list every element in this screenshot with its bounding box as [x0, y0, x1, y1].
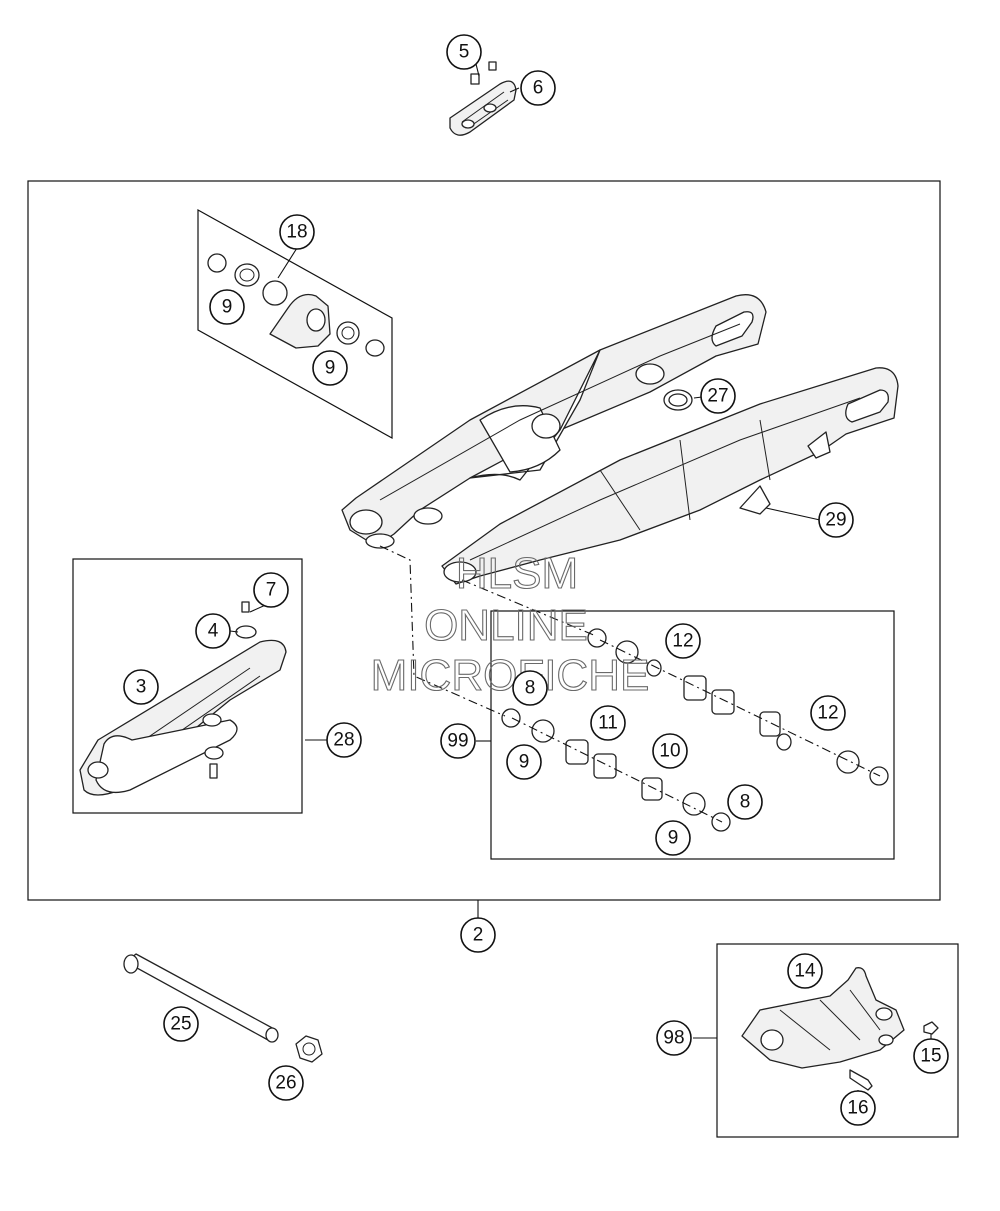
assembly-lines	[379, 545, 881, 823]
callout-15-label: 15	[920, 1046, 941, 1067]
callout-12b-label: 12	[817, 703, 838, 724]
callout-5: 5	[446, 34, 482, 70]
chain-guide-parts	[741, 967, 939, 1091]
callout-4: 4	[195, 613, 231, 649]
callout-4-label: 4	[208, 621, 219, 642]
callout-9d-label: 9	[668, 828, 679, 849]
callout-14: 14	[787, 953, 823, 989]
callout-99: 99	[440, 723, 476, 759]
swingarm	[341, 294, 899, 585]
callout-5-label: 5	[459, 42, 470, 63]
watermark-line-1: HLSM	[456, 549, 578, 598]
callout-10: 10	[652, 733, 688, 769]
callout-12a-label: 12	[672, 631, 693, 652]
callout-28-label: 28	[333, 730, 354, 751]
callout-9a: 9	[209, 289, 245, 325]
chain-roller-part	[449, 61, 517, 136]
callout-14-label: 14	[794, 961, 816, 982]
swingarm-assembly-frame	[27, 180, 941, 901]
axle-nut-part	[295, 1035, 323, 1063]
callout-6: 6	[520, 70, 556, 106]
chain-slider-kit-frame	[72, 558, 303, 814]
callout-28: 28	[326, 722, 362, 758]
callout-98: 98	[656, 1020, 692, 1056]
callout-8b: 8	[727, 784, 763, 820]
callout-11: 11	[590, 705, 626, 741]
callout-2-label: 2	[473, 925, 484, 946]
watermark-line-2: ONLINE	[424, 601, 588, 650]
callout-25: 25	[163, 1006, 199, 1042]
callout-8a-label: 8	[525, 678, 536, 699]
callout-18-label: 18	[286, 222, 307, 243]
callout-16-label: 16	[847, 1098, 868, 1119]
watermark: HLSM ONLINE MICROFICHE	[370, 548, 650, 700]
callout-7: 7	[253, 572, 289, 608]
protection-ring-inner	[668, 393, 688, 407]
callout-27: 27	[700, 378, 736, 414]
watermark-line-3: MICROFICHE	[371, 651, 650, 700]
callout-27-label: 27	[707, 386, 728, 407]
bearing-set-frame	[490, 610, 895, 860]
leader-lines	[229, 59, 932, 1092]
callout-9c-label: 9	[519, 752, 530, 773]
callout-9b: 9	[312, 350, 348, 386]
callout-11-label: 11	[598, 713, 618, 734]
callout-26: 26	[268, 1065, 304, 1101]
callout-25-label: 25	[170, 1014, 191, 1035]
callout-10-label: 10	[659, 741, 680, 762]
callout-26-label: 26	[275, 1073, 296, 1094]
callout-18: 18	[279, 214, 315, 250]
swingarm-axle-part	[123, 953, 279, 1043]
callout-6-label: 6	[533, 78, 544, 99]
callout-9d: 9	[655, 820, 691, 856]
bearing-set-parts	[501, 628, 889, 832]
callout-8b-label: 8	[740, 792, 751, 813]
callout-9b-label: 9	[325, 358, 336, 379]
callout-12a: 12	[665, 623, 701, 659]
chain-slider-parts	[79, 601, 287, 796]
callout-2: 2	[460, 917, 496, 953]
callout-3-label: 3	[136, 677, 147, 698]
callout-98-label: 98	[663, 1028, 684, 1049]
chain-guide-kit-frame	[716, 943, 959, 1138]
callout-15: 15	[913, 1038, 949, 1074]
callout-29: 29	[818, 502, 854, 538]
callout-99-label: 99	[447, 731, 468, 752]
callout-9a-label: 9	[222, 297, 233, 318]
callout-29-label: 29	[825, 510, 846, 531]
bearing-kit-parts	[207, 253, 385, 357]
callout-16: 16	[840, 1090, 876, 1126]
callout-8a: 8	[512, 670, 548, 706]
callout-7-label: 7	[266, 580, 277, 601]
bearing-kit-frame	[197, 208, 393, 440]
callout-9c: 9	[506, 744, 542, 780]
callout-3: 3	[123, 669, 159, 705]
callout-12b: 12	[810, 695, 846, 731]
